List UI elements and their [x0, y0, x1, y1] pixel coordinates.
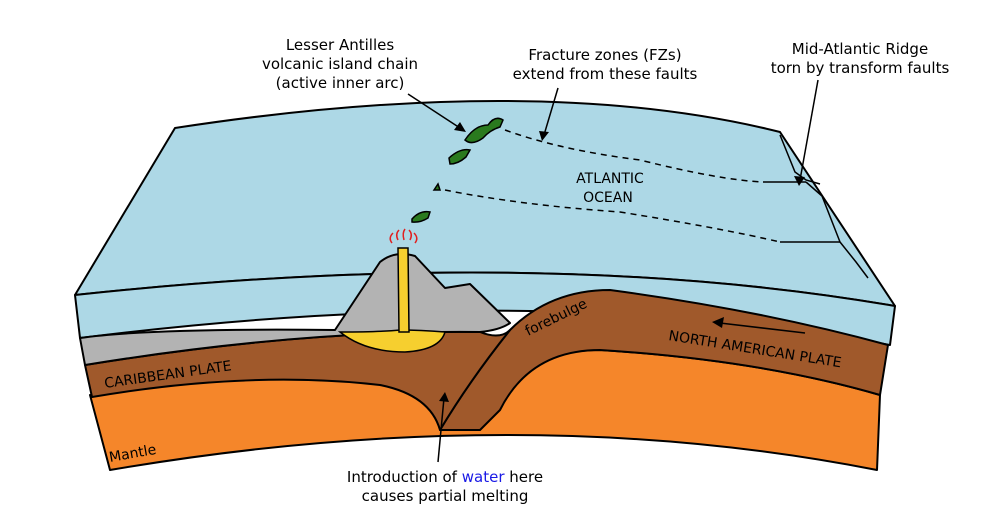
island-chain	[411, 117, 504, 223]
callout-leaders	[407, 79, 819, 463]
island	[464, 117, 504, 144]
fracture-zones-callout: Fracture zones (FZs) extend from these f…	[495, 46, 715, 84]
callout-line: extend from these faults	[512, 65, 698, 83]
island	[448, 148, 472, 165]
callout-line: volcanic island chain	[261, 55, 419, 73]
callout-text-before: Introduction of	[346, 468, 462, 486]
magma-chamber	[337, 329, 446, 353]
callout-line: Introduction of water here	[320, 468, 570, 487]
callout-line: Fracture zones (FZs)	[528, 46, 682, 64]
lesser-antilles-callout: Lesser Antilles volcanic island chain (a…	[250, 36, 430, 93]
callout-arrowheads	[439, 122, 805, 402]
callout-text-after: here	[504, 468, 544, 486]
callout-line: causes partial melting	[361, 487, 529, 505]
water-intro-callout: Introduction of water here causes partia…	[320, 468, 570, 506]
callout-line: (active inner arc)	[275, 74, 405, 92]
water-highlight: water	[461, 468, 505, 486]
fracture-zones	[444, 129, 781, 243]
island	[432, 182, 442, 191]
callout-line: Lesser Antilles	[285, 36, 395, 54]
magma-conduit	[397, 247, 410, 333]
island	[411, 210, 431, 223]
plate-motion-arrow	[712, 317, 806, 334]
mid-atlantic-callout: Mid-Atlantic Ridge torn by transform fau…	[750, 40, 970, 78]
callout-line: Mid-Atlantic Ridge	[791, 40, 929, 58]
atlantic-label-line2: OCEAN	[583, 190, 633, 206]
callout-line: torn by transform faults	[770, 59, 950, 77]
atlantic-label-line1: ATLANTIC	[576, 171, 644, 187]
eruption-icon	[389, 228, 418, 244]
